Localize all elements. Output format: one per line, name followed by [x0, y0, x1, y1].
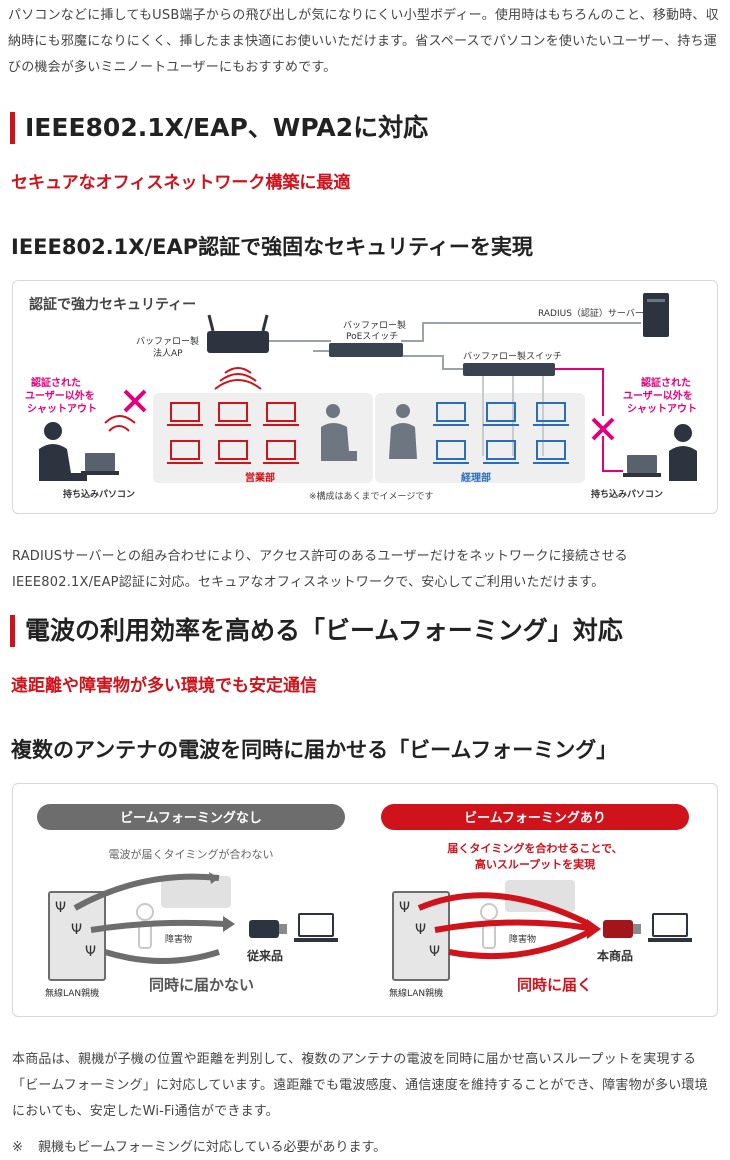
router-icon-left	[48, 891, 106, 981]
person-icon-left	[44, 422, 62, 440]
with-caption-2: 高いスループットを実現	[475, 857, 595, 871]
obstacle-icon-left	[136, 903, 154, 921]
security-diagram-canvas: 認証で強力セキュリティー RADIUS（認証）サーバー バッファロー製 PoEス…	[25, 293, 697, 502]
laptop-icon-left	[85, 453, 115, 471]
accounting-laptops	[433, 402, 569, 464]
sales-dept-label: 営業部	[245, 471, 275, 484]
without-result: 同時に届かない	[149, 976, 254, 994]
ap-label-2: 法人AP	[153, 347, 183, 359]
blocked-cross-icon-right	[591, 417, 615, 441]
sofa-icon-right	[505, 880, 575, 912]
diagram-note: ※構成はあくまでイメージです	[309, 490, 433, 502]
wifi-signal-icon	[214, 367, 262, 390]
usb-adapter-icon-left	[249, 920, 279, 938]
conventional-label: 従来品	[246, 948, 283, 963]
without-banner	[37, 804, 345, 830]
diagram-title: 認証で強力セキュリティー	[29, 296, 196, 313]
person-icon-right	[674, 424, 692, 442]
with-label: ビームフォーミングあり	[464, 810, 606, 826]
laptop-icon-right	[652, 913, 688, 937]
poe-switch-icon	[329, 343, 403, 357]
poe-switch-label-1: バッファロー製	[343, 319, 406, 331]
ap-label-1: バッファロー製	[136, 335, 199, 347]
laptop-icon-left	[298, 913, 334, 937]
section-heading-beamforming: 複数のアンテナの電波を同時に届かせる「ビームフォーミング」	[11, 738, 618, 762]
sales-area	[153, 393, 373, 483]
right-pc-label: 持ち込みパソコン	[591, 488, 663, 500]
wave-arrow-left-1	[73, 873, 220, 911]
without-label: ビームフォーミングなし	[120, 810, 262, 826]
server-icon	[643, 293, 669, 337]
antenna-icon-right-3: Ψ	[429, 944, 440, 960]
antenna-icon-right-2: Ψ	[415, 922, 426, 938]
with-result: 同時に届く	[517, 976, 592, 994]
poe-switch-label-2: PoEスイッチ	[346, 331, 398, 342]
sofa-icon-left	[161, 876, 231, 908]
section-body-beamforming: 本商品は、親機が子機の位置や距離を判別して、複数のアンテナの電波を同時に届かせ高…	[12, 1052, 708, 1119]
wave-arrow-right-1	[417, 892, 591, 927]
left-shutout-label-1: 認証された	[31, 376, 81, 389]
antenna-icon-left-1: Ψ	[55, 900, 66, 916]
beamforming-diagram: ビームフォーミングなし 電波が届くタイミングが合わない 障害物 Ψ Ψ Ψ 無線…	[12, 783, 718, 1017]
wave-arrow-right-2	[434, 919, 590, 933]
this-product-label: 本商品	[597, 948, 633, 963]
blocked-cross-icon-left	[123, 389, 147, 413]
left-shutout-label-2: ユーザー以外を	[25, 389, 95, 402]
accounting-dept-label: 経理部	[461, 471, 491, 484]
person-icon-accounting	[396, 404, 410, 418]
laptop-icon-right	[627, 455, 657, 473]
radius-label: RADIUS（認証）サーバー	[538, 307, 644, 319]
section-body-security: RADIUSサーバーとの組み合わせにより、アクセス許可のあるユーザーだけをネット…	[12, 549, 628, 590]
obstacle-label-right: 障害物	[509, 933, 536, 945]
wave-arrow-left-3	[104, 949, 220, 964]
section-lead-beamforming: 遠距離や障害物が多い環境でも安定通信	[11, 676, 317, 696]
beamforming-diagram-canvas: ビームフォーミングなし 電波が届くタイミングが合わない 障害物 Ψ Ψ Ψ 無線…	[37, 804, 692, 999]
sales-laptops	[167, 402, 299, 464]
router-label-right: 無線LAN親機	[389, 987, 443, 999]
router-label-left: 無線LAN親機	[45, 987, 99, 999]
with-caption-1: 届くタイミングを合わせることで、	[447, 841, 622, 855]
switch-label: バッファロー製スイッチ	[463, 350, 562, 362]
section-heading-security: IEEE802.1X/EAP認証で強固なセキュリティーを実現	[11, 235, 533, 259]
section-title-beamforming: 電波の利用効率を高める「ビームフォーミング」対応	[10, 615, 623, 647]
intro-paragraph: パソコンなどに挿してもUSB端子からの飛び出しが気になりにくい小型ボディー。使用…	[8, 8, 719, 75]
switch-icon	[463, 363, 555, 376]
obstacle-icon-right	[480, 903, 498, 921]
accounting-area	[375, 393, 585, 483]
without-caption: 電波が届くタイミングが合わない	[109, 847, 274, 861]
section-lead-security: セキュアなオフィスネットワーク構築に最適	[11, 173, 351, 193]
right-shutout-label-1: 認証された	[641, 376, 691, 389]
footnote: ※ 親機もビームフォーミングに対応している必要があります。	[12, 1138, 718, 1158]
left-pc-label: 持ち込みパソコン	[63, 488, 135, 500]
obstacle-label-left: 障害物	[165, 933, 192, 945]
right-shutout-label-3: シャットアウト	[627, 403, 697, 415]
right-shutout-label-2: ユーザー以外を	[623, 389, 693, 402]
section-title-security: IEEE802.1X/EAP、WPA2に対応	[10, 112, 428, 144]
antenna-icon-left-3: Ψ	[85, 944, 96, 960]
left-shutout-label-3: シャットアウト	[27, 403, 97, 415]
person-icon-sales	[326, 404, 340, 418]
router-icon-right	[392, 891, 450, 981]
usb-adapter-icon-right	[603, 920, 633, 938]
blocked-line	[553, 368, 604, 416]
footnote-text: 親機もビームフォーミングに対応している必要があります。	[38, 1140, 387, 1155]
with-banner	[381, 804, 689, 830]
wave-arrow-left-2	[90, 919, 226, 933]
security-diagram: 認証で強力セキュリティー RADIUS（認証）サーバー バッファロー製 PoEス…	[12, 280, 718, 514]
wave-arrow-right-3	[448, 929, 591, 960]
access-point-icon	[207, 331, 269, 353]
network-line	[261, 322, 641, 342]
antenna-icon-left-2: Ψ	[71, 922, 82, 938]
footnote-mark: ※	[12, 1140, 23, 1155]
antenna-icon-right-1: Ψ	[399, 900, 410, 916]
